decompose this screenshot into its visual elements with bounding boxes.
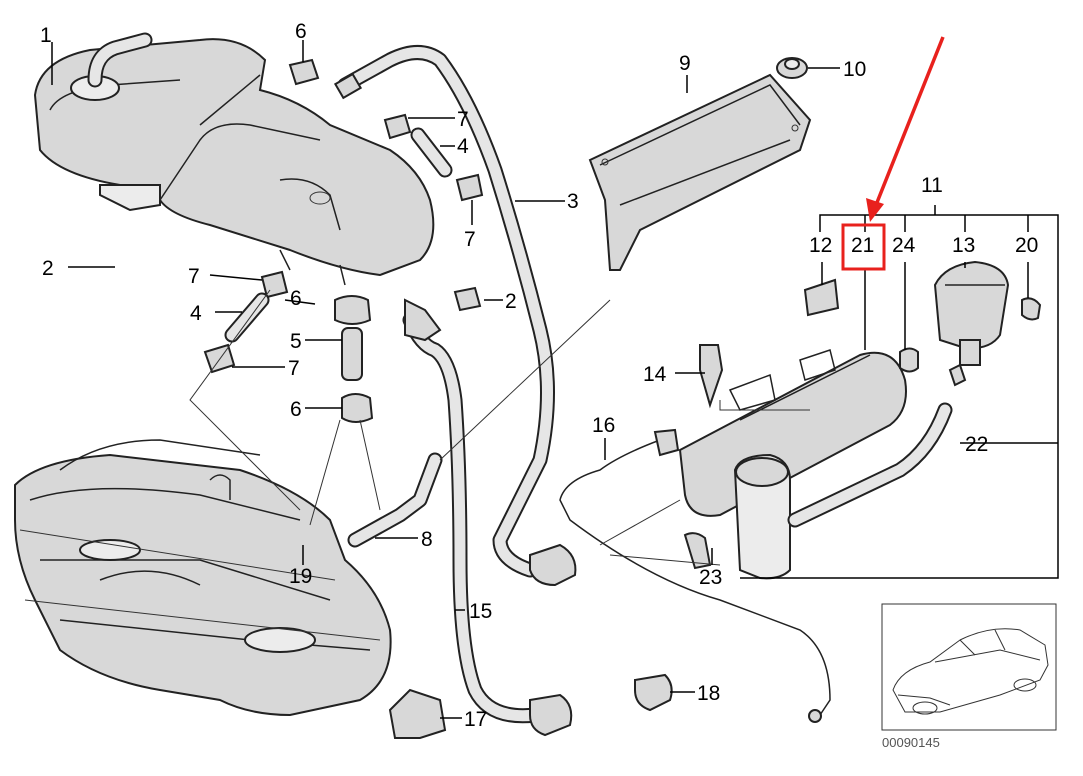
highlight-box-21	[841, 223, 886, 271]
charcoal-canister	[678, 349, 953, 580]
label-13: 13	[952, 234, 975, 257]
label-10: 10	[843, 58, 866, 81]
label-24: 24	[892, 234, 916, 257]
nut-10	[776, 57, 808, 79]
label-19: 19	[289, 565, 312, 588]
label-20: 20	[1015, 234, 1038, 257]
hardware-small	[683, 278, 1042, 570]
leader-lines	[51, 40, 1058, 719]
hose-8	[347, 452, 443, 548]
label-8: 8	[421, 528, 433, 551]
vent-hose-15	[402, 298, 573, 737]
clip-18	[634, 673, 673, 712]
highlight-arrow	[866, 36, 945, 222]
label-2-left: 2	[42, 257, 54, 280]
label-11: 11	[921, 174, 943, 197]
label-18: 18	[697, 682, 720, 705]
label-3: 3	[567, 190, 579, 213]
label-5: 5	[290, 330, 302, 353]
label-6-mid: 6	[290, 287, 302, 310]
drawing-code: 00090145	[882, 735, 940, 750]
bracket-17	[388, 688, 447, 739]
label-15: 15	[469, 600, 492, 623]
label-4-left: 4	[190, 302, 202, 325]
label-1: 1	[40, 24, 52, 47]
label-16: 16	[592, 414, 615, 437]
label-12: 12	[809, 234, 832, 257]
label-14: 14	[643, 363, 667, 386]
vent-hose-3	[333, 45, 577, 587]
label-22: 22	[965, 433, 988, 456]
label-7-left: 7	[188, 265, 200, 288]
guide-lines	[189, 289, 810, 566]
label-23: 23	[699, 566, 722, 589]
label-9: 9	[679, 52, 691, 75]
label-7-low: 7	[288, 357, 300, 380]
cable-16	[559, 428, 831, 723]
vehicle-thumbnail	[881, 603, 1057, 731]
label-6-top: 6	[295, 20, 307, 43]
fuel-tank-lower	[14, 439, 392, 717]
label-7-mid: 7	[464, 228, 476, 251]
label-6-low: 6	[290, 398, 302, 421]
label-7-top: 7	[457, 108, 469, 131]
fuel-tank-upper	[33, 32, 435, 286]
label-2-mid: 2	[505, 290, 517, 313]
label-21: 21	[851, 234, 874, 257]
label-17: 17	[464, 708, 487, 731]
label-4-top: 4	[457, 135, 469, 158]
valve-13	[933, 260, 1010, 366]
part-labels: 1 2 6 7 4 7 3 7 6 4 5 7 6 2 8 19 9 10 11…	[40, 20, 1038, 731]
cover-plate-9	[588, 73, 812, 271]
